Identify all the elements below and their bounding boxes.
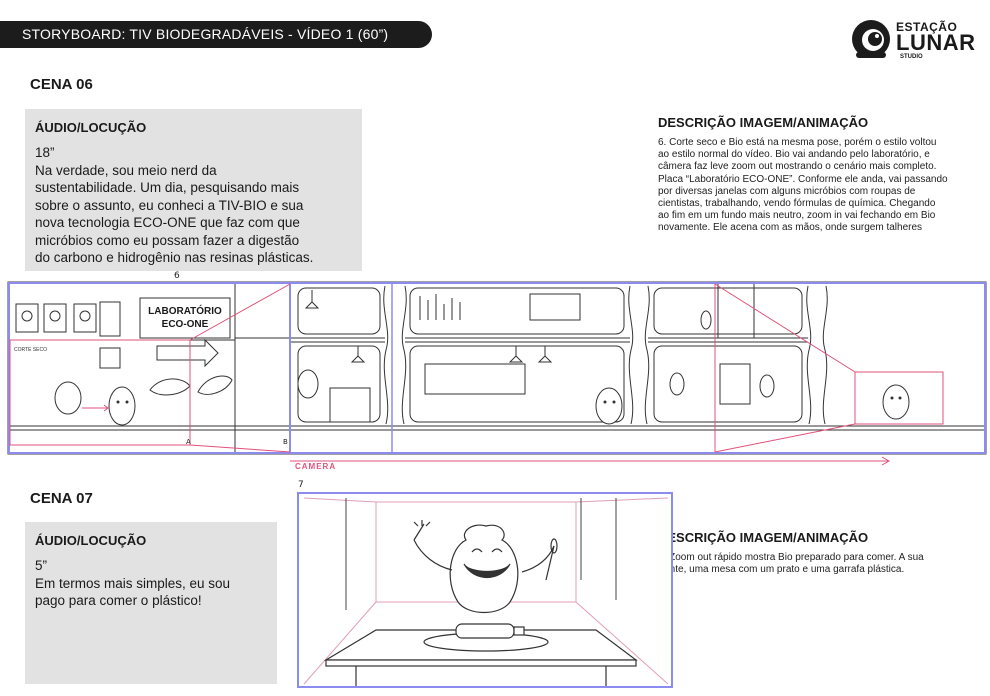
scene-6-narration: Na verdade, sou meio nerd da sustentabil… [35, 162, 314, 266]
scene-6-audio-box: ÁUDIO/LOCUÇÃO 18” Na verdade, sou meio n… [25, 109, 362, 271]
corte-seco-note: CORTE SECO [14, 347, 47, 353]
scene-6-audio-text: 18” Na verdade, sou meio nerd da sustent… [35, 144, 313, 267]
storyboard-title-bar: STORYBOARD: TIV BIODEGRADÁVEIS - VÍDEO 1… [0, 21, 432, 48]
scene-6-audio-label: ÁUDIO/LOCUÇÃO [35, 120, 147, 135]
scene-7-audio-text: 5” Em termos mais simples, eu sou pago p… [35, 557, 230, 610]
frame-b-label: B [283, 438, 288, 446]
logo-line-2: LUNAR [896, 30, 976, 55]
scene-7-description-text: 7. Zoom out rápido mostra Bio preparado … [658, 552, 924, 576]
scene-7-audio-label: ÁUDIO/LOCUÇÃO [35, 533, 147, 548]
scene-7-title: CENA 07 [30, 490, 93, 507]
frame-a-label: A [186, 438, 191, 446]
scene-7-narration: Em termos mais simples, eu sou pago para… [35, 575, 231, 609]
scene-6-description-label: DESCRIÇÃO IMAGEM/ANIMAÇÃO [658, 115, 869, 130]
storyboard-title: STORYBOARD: TIV BIODEGRADÁVEIS - VÍDEO 1… [22, 26, 389, 42]
scene-6-description-text: 6. Corte seco e Bio está na mesma pose, … [658, 137, 948, 234]
scene-6-panel-number: 6 [174, 271, 180, 281]
laboratory-sign: LABORATÓRIO ECO-ONE [148, 306, 222, 330]
astronaut-helmet-icon [852, 20, 890, 58]
scene-7-panel-number: 7 [298, 480, 304, 490]
scene-6-duration: 18” [35, 145, 55, 160]
logo-line-1: ESTAÇÃO [896, 20, 958, 34]
studio-logo: ESTAÇÃO LUNAR STUDIO [850, 14, 980, 64]
logo-line-3: STUDIO [900, 54, 923, 60]
scene-7-audio-box: ÁUDIO/LOCUÇÃO 5” Em termos mais simples,… [25, 522, 277, 684]
camera-move-label: CAMERA [295, 462, 337, 471]
scene-7-description-label: DESCRIÇÃO IMAGEM/ANIMAÇÃO [658, 530, 869, 545]
scene-6-title: CENA 06 [30, 76, 93, 93]
scene-7-duration: 5” [35, 558, 48, 573]
scene-6-storyboard-strip [7, 281, 987, 466]
scene-7-storyboard-frame [297, 492, 673, 688]
